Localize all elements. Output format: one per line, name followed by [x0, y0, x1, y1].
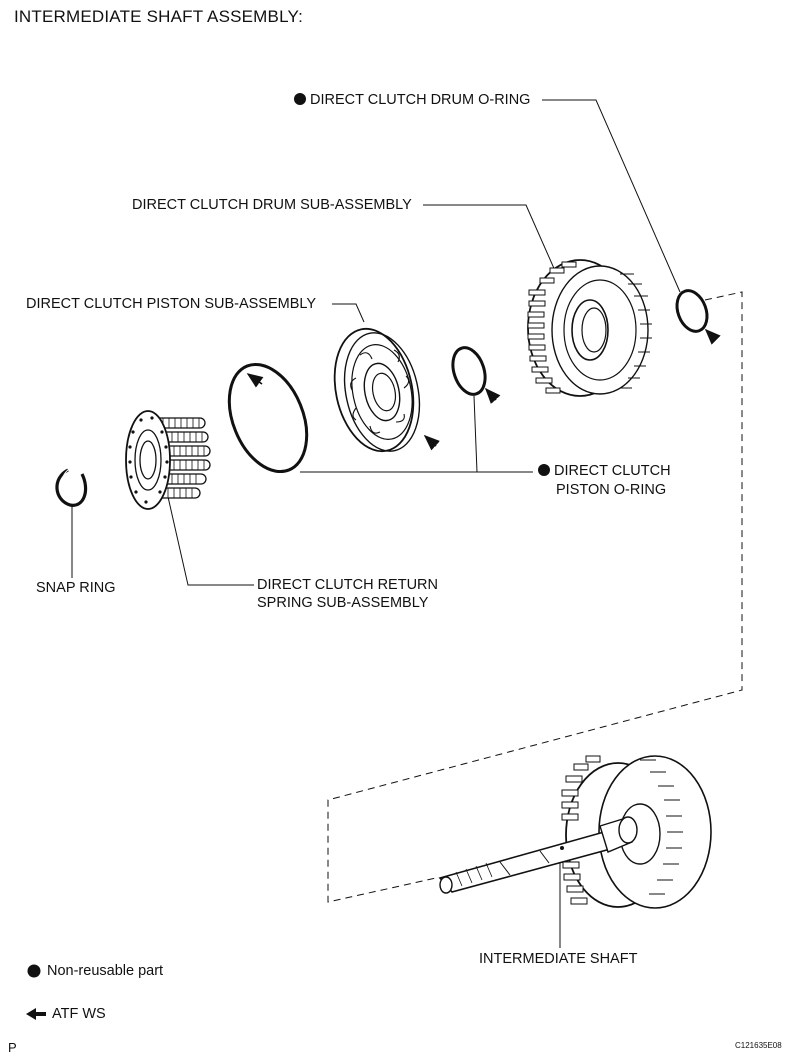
- page-letter: P: [8, 1040, 17, 1055]
- drum-oring-label: DIRECT CLUTCH DRUM O-RING: [294, 91, 530, 109]
- piston-oring-label: DIRECT CLUTCH: [538, 462, 671, 480]
- atf-legend-text: ATF WS: [52, 1006, 106, 1022]
- page-title: INTERMEDIATE SHAFT ASSEMBLY:: [14, 7, 303, 26]
- drum-oring-part: [675, 289, 721, 345]
- drum-part: [527, 259, 652, 397]
- drum-oring-text: DIRECT CLUTCH DRUM O-RING: [310, 92, 531, 108]
- shaft-drum-splines: [561, 755, 601, 905]
- snap-ring-label: SNAP RING: [36, 580, 116, 596]
- snap-ring-part: [55, 468, 88, 507]
- non-reusable-marker-icon: [294, 93, 306, 105]
- return-spring-label-line2: SPRING SUB-ASSEMBLY: [257, 595, 429, 611]
- return-spring-part: [125, 410, 211, 510]
- alignment-dashes: [327, 291, 743, 903]
- piston-oring-label-line2: PISTON O-RING: [556, 482, 667, 498]
- piston-inner-oring-part: [451, 346, 501, 404]
- piston-oring-text-1: DIRECT CLUTCH: [554, 463, 671, 479]
- non-reusable-marker-icon: [538, 464, 550, 476]
- return-spring-label: DIRECT CLUTCH RETURN: [257, 577, 438, 593]
- intermediate-shaft-part: [438, 755, 712, 909]
- piston-outer-oring-part: [227, 362, 309, 474]
- piston-part: [333, 327, 440, 453]
- drum-sub-assembly-label: DIRECT CLUTCH DRUM SUB-ASSEMBLY: [132, 197, 412, 213]
- drum-splines: [527, 261, 577, 394]
- atf-legend-icon: [26, 1008, 46, 1020]
- leader-lines: [71, 99, 681, 948]
- piston-sub-assembly-label: DIRECT CLUTCH PISTON SUB-ASSEMBLY: [26, 296, 317, 312]
- non-reusable-legend-icon: [27, 964, 41, 978]
- non-reusable-legend-text: Non-reusable part: [47, 963, 164, 979]
- figure-code: C121635E08: [735, 1041, 782, 1050]
- intermediate-shaft-label: INTERMEDIATE SHAFT: [479, 951, 638, 967]
